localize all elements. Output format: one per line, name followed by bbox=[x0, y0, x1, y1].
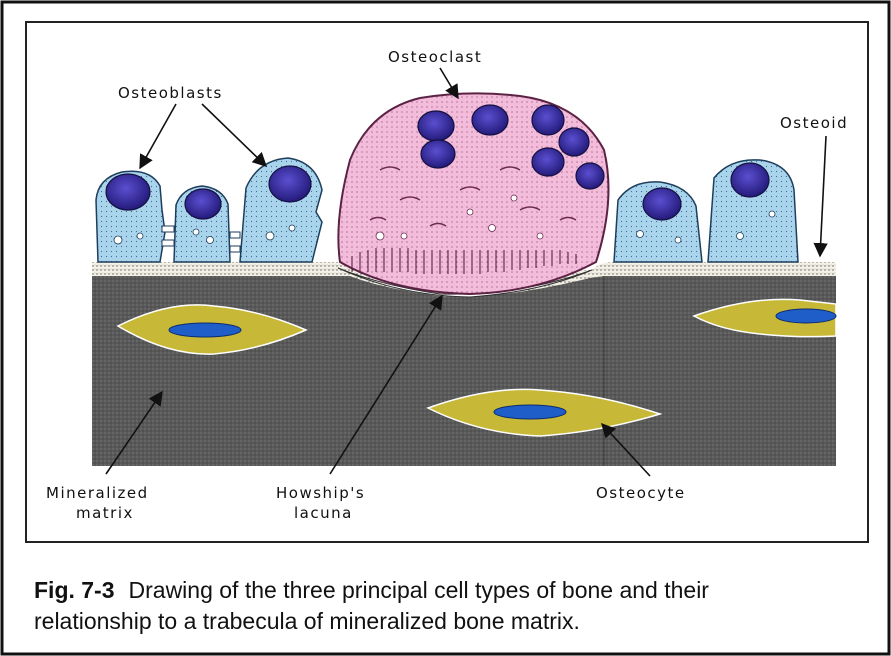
osteoclast-nucleus bbox=[576, 163, 604, 189]
osteoclast-nucleus bbox=[472, 105, 508, 135]
label-osteoid: Osteoid bbox=[780, 114, 848, 132]
osteoblast-nucleus bbox=[269, 166, 311, 202]
osteoclast-nucleus bbox=[421, 140, 455, 168]
osteoblast-nucleus bbox=[106, 174, 150, 210]
osteocyte-nucleus bbox=[494, 405, 566, 419]
osteoblast-nucleus bbox=[643, 188, 681, 220]
osteocyte-nucleus bbox=[169, 323, 241, 337]
osteocyte-nucleus bbox=[776, 309, 836, 323]
label-mineralized-line1: Mineralized bbox=[46, 484, 149, 502]
label-osteocyte: Osteocyte bbox=[596, 484, 686, 502]
osteoblast-nucleus bbox=[731, 163, 769, 197]
caption-line-1: Fig. 7-3 Drawing of the three principal c… bbox=[34, 575, 884, 606]
figure-caption: Fig. 7-3 Drawing of the three principal c… bbox=[34, 575, 884, 637]
label-mineralized-line2: matrix bbox=[76, 504, 134, 522]
figure-number: Fig. 7-3 bbox=[34, 577, 115, 603]
label-osteoblasts: Osteoblasts bbox=[118, 84, 223, 102]
label-howship-line1: Howship's bbox=[276, 484, 365, 502]
caption-text-1: Drawing of the three principal cell type… bbox=[129, 577, 709, 603]
osteoclast-nucleus bbox=[532, 105, 564, 135]
label-osteoclast: Osteoclast bbox=[388, 48, 482, 66]
label-howship-line2: lacuna bbox=[294, 504, 353, 522]
osteoblast-nucleus bbox=[185, 189, 221, 219]
mineralized-matrix bbox=[92, 270, 836, 466]
osteoclast-nucleus bbox=[532, 148, 564, 176]
caption-line-2: relationship to a trabecula of mineraliz… bbox=[34, 606, 884, 637]
osteoclast-nucleus bbox=[418, 111, 454, 141]
osteoclast-nucleus bbox=[559, 128, 589, 156]
